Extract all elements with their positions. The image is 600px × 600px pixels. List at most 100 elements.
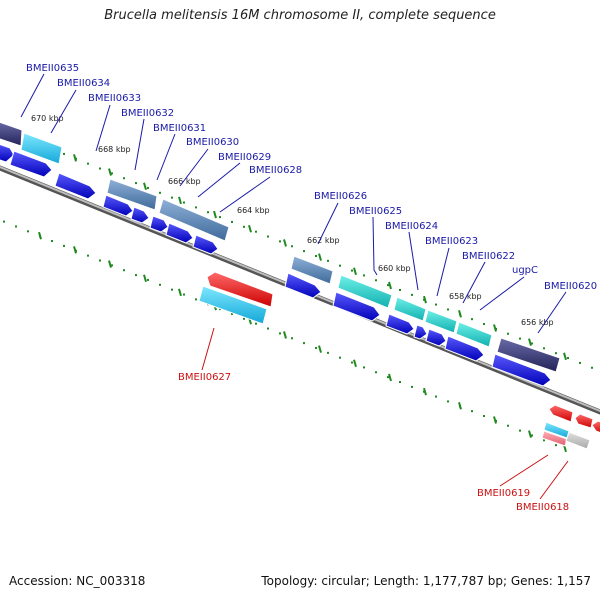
tick-dot [255,322,257,325]
gene-box-0625[interactable] [337,274,393,309]
gene-label[interactable]: BMEII0635 [26,63,79,74]
cds-arrow[interactable] [284,272,322,299]
gene-label[interactable]: BMEII0633 [88,93,141,104]
scale-tick [73,154,77,162]
gene-label[interactable]: BMEII0624 [385,221,438,232]
gene-label[interactable]: BMEII0619 [477,488,530,499]
cds-arrow[interactable] [0,143,15,163]
tick-dot [351,269,353,272]
tick-dot [363,366,365,369]
tick-dot [99,167,101,170]
cds-arrow[interactable] [332,291,381,322]
tick-dot [3,220,5,223]
tick-dot [63,244,65,247]
map-title: Brucella melitensis 16M chromosome II, c… [104,8,496,23]
cds-arrow[interactable] [413,324,428,340]
gene-box-0623[interactable] [424,309,458,334]
tick-dot [531,434,533,437]
gene-label[interactable]: BMEII0628 [249,165,302,176]
tick-dot [315,346,317,349]
gene-box-0626[interactable] [290,255,334,285]
cds-arrow[interactable] [385,313,415,335]
tick-dot [303,250,305,253]
tick-dot [183,201,185,204]
gene-box-0627[interactable] [198,285,268,325]
tick-dot [51,240,53,243]
scale-tick [318,253,322,261]
scale-tick [318,345,322,353]
scale-label-662: 662 kbp [307,236,340,245]
gene-label[interactable]: BMEII0631 [153,123,206,134]
cds-arrow[interactable] [165,222,194,244]
cds-arrow[interactable] [574,413,594,429]
gene-box-0624[interactable] [393,296,427,322]
gene-label[interactable]: BMEII0626 [314,191,367,202]
gene-box-0630[interactable] [158,198,230,242]
gene-label[interactable]: BMEII0627 [178,372,231,383]
tick-dot [27,230,29,233]
cds-arrow[interactable] [192,234,219,255]
gene-box-0635[interactable] [0,121,23,147]
cds-arrow[interactable] [491,353,552,387]
gene-box-0618[interactable] [565,431,591,450]
tick-dot [591,366,593,369]
scale-tick [178,196,182,205]
gene-label[interactable]: BMEII0625 [349,206,402,217]
gene-box-0632[interactable] [106,178,158,211]
scale-label-668: 668 kbp [98,145,131,154]
cds-arrow[interactable] [444,335,485,362]
gene-box-0619b[interactable] [541,430,568,447]
tick-dot [87,254,89,257]
scale-tick [563,352,567,361]
cds-arrow[interactable] [548,404,574,423]
cds-arrow[interactable] [9,150,53,178]
cds-arrow[interactable] [591,420,600,434]
tick-dot [483,323,485,326]
scale-labels: 670 kbp 668 kbp 666 kbp 664 kbp 662 kbp … [31,114,554,327]
tick-dot [339,356,341,359]
scale-tick [353,359,357,368]
gene-label[interactable]: BMEII0630 [186,137,239,148]
scale-tick [528,338,532,346]
tick-dot [207,211,209,214]
gene-box-0620[interactable] [496,337,561,373]
cds-arrow[interactable] [54,172,97,200]
scale-tick [178,288,182,297]
cds-forward-arrows [0,143,552,387]
tick-dot [279,332,281,335]
gene-box-0622[interactable] [455,321,493,348]
gene-label[interactable]: BMEII0629 [218,152,271,163]
tick-dot [543,439,545,442]
cds-arrow[interactable] [149,215,169,233]
tick-dot [135,274,137,277]
tick-dot [519,337,521,340]
gene-label[interactable]: BMEII0634 [57,78,110,89]
tick-dot [291,245,293,248]
scale-tick [388,281,392,290]
gene-label[interactable]: BMEII0618 [516,502,569,513]
tick-dot [387,376,389,379]
cds-arrow[interactable] [425,328,447,347]
scale-tick [213,210,217,219]
gene-labels-forward: BMEII0635 BMEII0634 BMEII0633 BMEII0632 … [26,63,597,292]
scale-label-670: 670 kbp [31,114,64,123]
tick-dot [111,172,113,175]
accession-text: Accession: NC_003318 [9,574,146,588]
cds-arrow[interactable] [130,206,150,224]
cds-arrow[interactable] [206,271,274,308]
gene-label[interactable]: BMEII0622 [462,251,515,262]
tick-dot [435,395,437,398]
tick-dot [267,327,269,330]
tick-dot [15,225,17,228]
gene-label[interactable]: BMEII0623 [425,236,478,247]
tick-dot [231,312,233,315]
gene-box-0634[interactable] [20,132,63,165]
gene-label[interactable]: BMEII0632 [121,108,174,119]
scale-label-666: 666 kbp [168,177,201,186]
scale-tick [458,402,462,410]
gene-boxes [0,121,591,450]
tick-dot [195,206,197,209]
cds-arrow[interactable] [102,194,134,217]
gene-label[interactable]: ugpC [512,265,538,276]
gene-label[interactable]: BMEII0620 [544,281,597,292]
